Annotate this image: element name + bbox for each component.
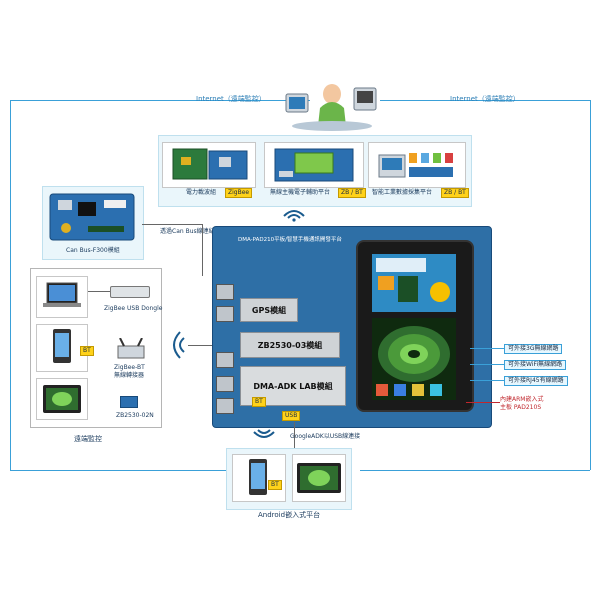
zb-module: ZB2530-03模組 (240, 332, 340, 358)
remote-monitor-label: 遠端監控 (74, 435, 102, 443)
tablet-main-screen (372, 318, 456, 400)
right-loop-line-bottom (360, 470, 590, 471)
bt-adapter-label: ZigBee-BT 無線轉接器 (114, 364, 145, 379)
module-power-label: 電力載波組 (186, 189, 217, 196)
right-loop-line-top (380, 100, 590, 101)
module-power-carrier (162, 142, 256, 188)
arm-note-label: 內建ARM嵌入式 主板 PAD210S (500, 396, 544, 411)
board-connector-5 (216, 398, 234, 414)
arm-note-line (466, 402, 500, 403)
board-connector-4 (216, 376, 234, 392)
usb-dongle (110, 286, 150, 298)
left-wireless-line (188, 345, 212, 346)
module-power-tag: ZigBee (225, 188, 253, 198)
canbus-link-down (202, 224, 203, 276)
board-bt-tag: BT (252, 397, 266, 407)
link-wifi-label: 可外接WiFi無線網路 (504, 360, 567, 370)
gps-module: GPS模組 (240, 298, 298, 322)
board-connector-2 (216, 306, 234, 322)
zb2530-label: ZB2530-02N (116, 412, 154, 419)
wifi-top-icon (283, 210, 305, 222)
usb-dongle-label: ZigBee USB Dongle (104, 305, 163, 312)
laptop-card (36, 276, 88, 318)
left-loop-line-top (10, 100, 310, 101)
bottom-label: Android嵌入式平台 (258, 511, 321, 519)
left-loop-line-bottom (10, 470, 230, 471)
right-loop-line-vertical (590, 100, 591, 470)
module-industrial-data (368, 142, 466, 188)
bottom-phone-card (232, 454, 286, 502)
link-rj45-label: 可外接RJ45有線網路 (504, 376, 568, 386)
bottom-tablet-card (292, 454, 346, 502)
phone-card (36, 324, 88, 372)
board-title: DMA-PAD210平板/智慧手機通訊開發平台 (238, 237, 342, 243)
module-industrial-tag: ZB / BT (441, 188, 469, 198)
board-connector-1 (216, 284, 234, 300)
internet-left-label: Internet（遠端監控） (196, 95, 266, 103)
board-connector-3 (216, 352, 234, 368)
wifi-bottom-icon (253, 429, 275, 438)
board-usb-tag: USB (282, 411, 301, 421)
canbus-link-line (142, 224, 202, 225)
canbus-link-label: 透過Can Bus線連結 (160, 228, 215, 235)
canbus-board (48, 190, 136, 244)
wifi-left-icon (173, 331, 185, 359)
internet-right-label: Internet（遠端監控） (450, 95, 520, 103)
zb2530-device (120, 396, 138, 408)
left-bt-tag: BT (80, 346, 94, 356)
tablet-top-screen (372, 254, 456, 312)
link-3g-label: 可外接3G無線網路 (504, 344, 563, 354)
usb-link-label: GoogleADK以USB線連接 (290, 433, 361, 440)
module-wireless-label: 無線主機電子輔助平台 (270, 189, 331, 196)
usb-link-line (294, 422, 295, 448)
module-wireless-tag: ZB / BT (338, 188, 366, 198)
link-line-3g (470, 348, 504, 349)
module-wireless-host (264, 142, 364, 188)
bottom-bt-tag: BT (268, 480, 282, 490)
link-line-rj45 (470, 380, 504, 381)
canbus-label: Can Bus-F300模組 (66, 247, 120, 254)
link-line-wifi (470, 364, 504, 365)
usb-dongle-line (88, 291, 110, 292)
tablet-card (36, 378, 88, 420)
bt-adapter (116, 337, 146, 360)
left-loop-line-vertical (10, 100, 11, 470)
operator-illustration (282, 74, 382, 132)
module-industrial-label: 智能工業數據採集平台 (372, 189, 433, 196)
